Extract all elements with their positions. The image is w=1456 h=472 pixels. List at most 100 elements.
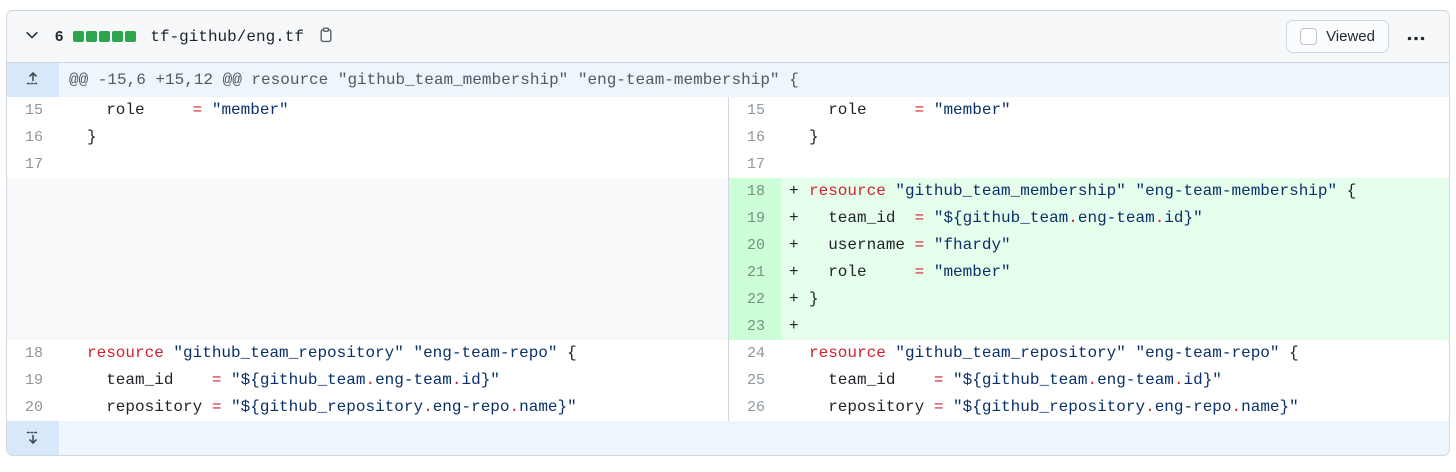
- code-token: "github_team_repository": [173, 344, 404, 362]
- code-token: "${github_team: [933, 209, 1069, 227]
- file-name-link[interactable]: tf-github/eng.tf: [150, 27, 304, 46]
- file-header-left: 6 tf-github/eng.tf: [21, 26, 334, 48]
- code-token: }: [809, 128, 819, 146]
- diff-line: 19 team_id = "${github_team.eng-team.id}…: [7, 367, 728, 394]
- addition-marker: +: [789, 236, 799, 254]
- diff-line: 15 role = "member": [7, 97, 728, 124]
- code-token: [924, 263, 934, 281]
- diff-line: 16}: [729, 124, 1449, 151]
- code-token: resource: [809, 344, 886, 362]
- code-token: [943, 371, 953, 389]
- code-token: role: [809, 263, 915, 281]
- collapse-file-button[interactable]: [21, 26, 43, 48]
- line-number[interactable]: 20: [24, 399, 43, 416]
- code-token: =: [192, 101, 203, 119]
- kebab-menu-icon: [1407, 29, 1425, 44]
- expand-bottom-row: [7, 421, 1449, 455]
- code-token: eng-repo: [1154, 398, 1232, 416]
- code-token: .: [365, 371, 376, 389]
- line-number[interactable]: 17: [24, 156, 43, 173]
- code-token: .: [1231, 398, 1242, 416]
- code-token: "eng-team-membership": [1135, 182, 1338, 200]
- code-cell-addition: +: [781, 313, 1449, 340]
- code-token: repository: [87, 398, 212, 416]
- code-cell: team_id = "${github_team.eng-team.id}": [59, 367, 728, 394]
- code-token: =: [211, 371, 222, 389]
- line-number[interactable]: 15: [24, 102, 43, 119]
- viewed-checkbox[interactable]: [1300, 28, 1318, 45]
- code-token: }: [87, 128, 97, 146]
- line-number[interactable]: 18: [24, 345, 43, 362]
- code-token: username: [809, 236, 915, 254]
- code-cell: role = "member": [59, 97, 728, 124]
- line-number[interactable]: 22: [729, 286, 781, 313]
- code-cell-addition: + username = "fhardy": [781, 232, 1449, 259]
- diff-line: 17: [7, 151, 728, 178]
- line-number[interactable]: 15: [746, 102, 765, 119]
- code-token: eng-team: [1077, 209, 1155, 227]
- file-header-right: Viewed: [1286, 20, 1433, 53]
- code-token: [202, 101, 212, 119]
- diffstat-addition-square: [73, 31, 85, 42]
- hunk-header-row: @@ -15,6 +15,12 @@ resource "github_team…: [7, 63, 1449, 97]
- addition-marker: +: [789, 290, 799, 308]
- code-cell: resource "github_team_repository" "eng-t…: [781, 340, 1449, 367]
- code-token: {: [1337, 182, 1357, 200]
- code-token: id}": [461, 371, 500, 389]
- viewed-toggle-button[interactable]: Viewed: [1286, 20, 1389, 53]
- file-header: 6 tf-github/eng.tf Viewed: [7, 11, 1449, 63]
- code-cell: team_id = "${github_team.eng-team.id}": [781, 367, 1449, 394]
- code-token: role: [809, 101, 915, 119]
- code-token: "eng-team-repo": [413, 344, 558, 362]
- line-number[interactable]: 21: [729, 259, 781, 286]
- code-token: =: [914, 101, 925, 119]
- code-token: =: [211, 398, 222, 416]
- line-number[interactable]: 18: [729, 178, 781, 205]
- diff-line: 19+ team_id = "${github_team.eng-team.id…: [729, 205, 1449, 232]
- line-number[interactable]: 19: [24, 372, 43, 389]
- code-token: team_id: [809, 209, 915, 227]
- expand-hunk-down-button[interactable]: [7, 421, 59, 455]
- file-options-button[interactable]: [1399, 23, 1433, 50]
- code-token: "${github_repository: [231, 398, 424, 416]
- diff-line: 20 repository = "${github_repository.eng…: [7, 394, 728, 421]
- line-number[interactable]: 23: [729, 313, 781, 340]
- code-cell-addition: +}: [781, 286, 1449, 313]
- line-number[interactable]: 16: [24, 129, 43, 146]
- diffstat-squares: [73, 31, 137, 42]
- empty-diff-placeholder: [7, 178, 728, 340]
- diffstat-addition-square: [125, 31, 137, 42]
- line-number[interactable]: 25: [746, 372, 765, 389]
- diff-line: 21+ role = "member": [729, 259, 1449, 286]
- copy-file-path-button[interactable]: [318, 27, 334, 46]
- code-token: "eng-team-repo": [1135, 344, 1280, 362]
- expand-hunk-up-button[interactable]: [7, 63, 59, 97]
- line-number[interactable]: 16: [746, 129, 765, 146]
- code-token: id}": [1164, 209, 1203, 227]
- diffstat-addition-square: [86, 31, 98, 42]
- code-cell-addition: + role = "member": [781, 259, 1449, 286]
- diffstat-addition-square: [99, 31, 111, 42]
- code-token: =: [933, 371, 944, 389]
- code-token: "${github_team: [231, 371, 366, 389]
- code-cell: [781, 151, 1449, 178]
- code-cell-addition: +resource "github_team_membership" "eng-…: [781, 178, 1449, 205]
- diff-file-card: 6 tf-github/eng.tf Viewed: [6, 10, 1450, 456]
- code-token: "member": [211, 101, 289, 119]
- line-number[interactable]: 17: [746, 156, 765, 173]
- line-number[interactable]: 19: [729, 205, 781, 232]
- code-cell: repository = "${github_repository.eng-re…: [781, 394, 1449, 421]
- code-token: =: [914, 236, 925, 254]
- line-number[interactable]: 24: [746, 345, 765, 362]
- diff-line: 16}: [7, 124, 728, 151]
- diff-line: 15 role = "member": [729, 97, 1449, 124]
- code-token: .: [1154, 209, 1165, 227]
- code-token: team_id: [87, 371, 212, 389]
- code-token: name}": [519, 398, 577, 416]
- code-token: eng-team: [375, 371, 452, 389]
- line-number[interactable]: 20: [729, 232, 781, 259]
- line-number[interactable]: 26: [746, 399, 765, 416]
- expand-down-icon: [25, 429, 41, 448]
- diff-line: 22+}: [729, 286, 1449, 313]
